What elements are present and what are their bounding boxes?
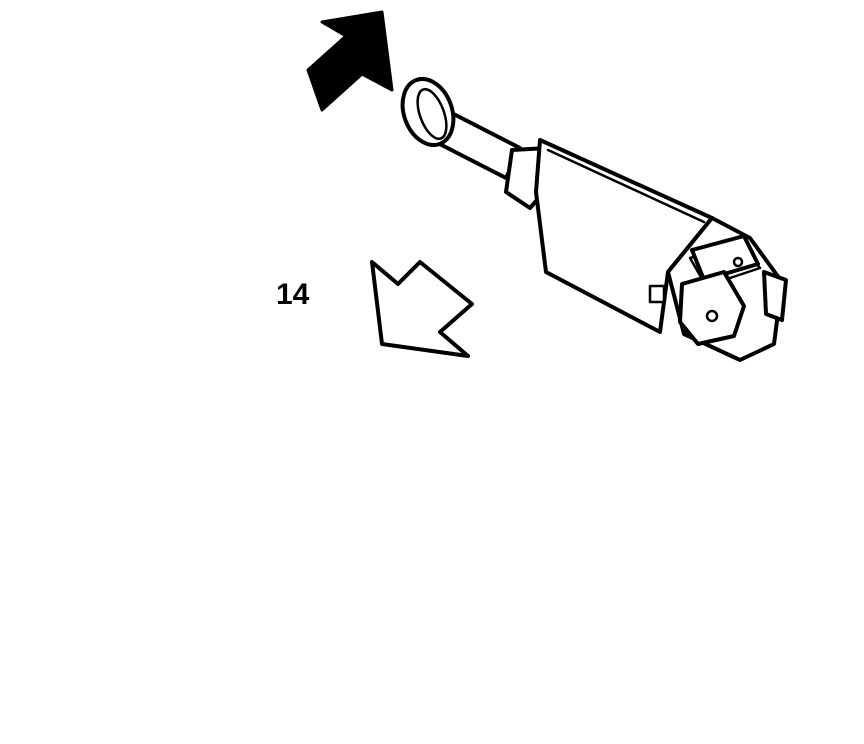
callout-number: 14 (276, 278, 310, 311)
arrow-solid-icon (306, 10, 394, 112)
arrow-outline-icon (370, 260, 474, 358)
brake-light-switch (400, 77, 788, 362)
